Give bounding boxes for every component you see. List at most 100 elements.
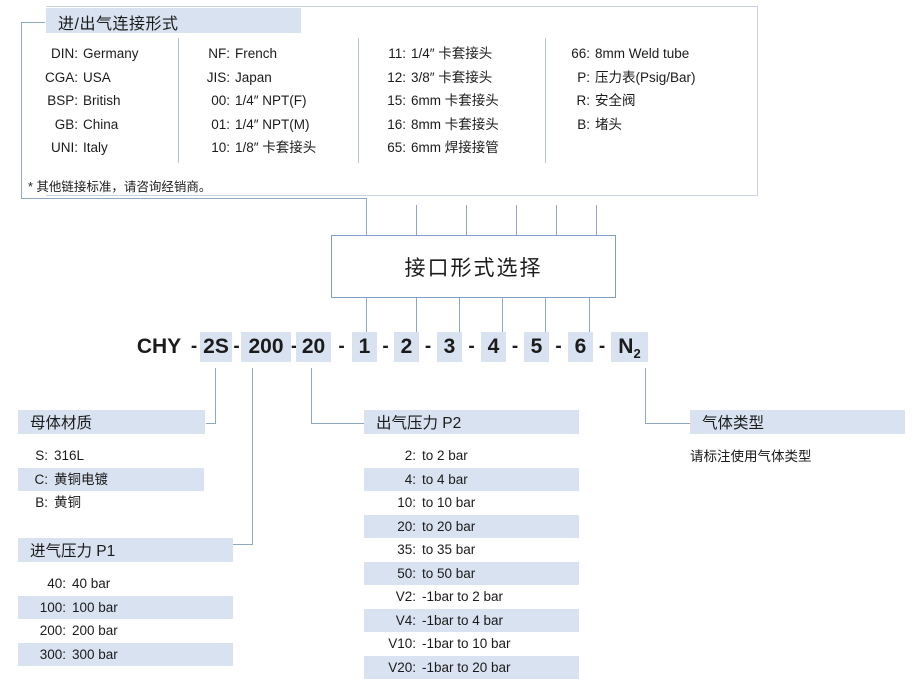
model-code-separator: - [598,336,606,357]
connection-item: BSP:British [38,89,139,113]
fanout-bottom-line-4 [502,298,503,332]
model-code-separator: - [291,336,298,357]
model-code-separator: - [190,336,198,357]
option-row-outlet-pressure: V4:-1bar to 4 bar [364,608,579,632]
column-divider-2 [358,38,359,163]
connection-item: B: 堵头 [562,113,696,137]
model-code-segment: 2S [200,332,232,362]
leader-material-vertical [215,368,216,423]
option-key: 50: [397,565,416,581]
connection-item-desc: 安全阀 [595,93,636,108]
leader-outlet-vertical [311,368,312,423]
model-code-segment: 3 [437,332,462,362]
connection-item-code: GB: [54,116,78,132]
option-key: V2: [395,589,416,604]
fanout-bottom-line-1 [366,298,367,332]
model-code-segment: 4 [481,332,506,362]
section-title-outlet-pressure: 出气压力 P2 [376,415,462,432]
connection-item-code: DIN: [51,46,78,61]
option-key: 4: [404,471,416,487]
model-code-separator: - [338,336,345,357]
option-row-outlet-pressure: V10: -1bar to 10 bar [364,632,579,656]
connection-item-code: P: [577,69,590,85]
fanout-top-line-4 [516,205,517,235]
leader-outlet-horizontal [311,423,364,424]
connection-item: P:压力表(Psig/Bar) [562,66,695,90]
connection-item-code: B: [577,116,590,132]
connection-item-desc: China [83,116,119,132]
option-row-outlet-pressure: V2: -1bar to 2 bar [364,585,579,609]
option-row-body-material: S:316L [18,444,204,468]
connection-item: JIS:Japan [196,66,316,90]
connection-item: 12:3/8″ 卡套接头 [374,66,499,90]
option-row-outlet-pressure: 2:to 2 bar [364,444,579,468]
model-code-separator: - [511,336,519,357]
fanout-bottom-line-3 [459,298,460,332]
connection-item: 00: 1/4″ NPT(F) [196,89,316,113]
connection-item: DIN:Germany [38,42,139,66]
option-row-body-material: C: 黄铜电镀 [18,467,204,491]
connection-item: GB: China [38,113,139,137]
fanout-bottom-line-6 [589,298,590,332]
fanout-top-line-6 [596,205,597,235]
option-row-outlet-pressure: 20:to 20 bar [364,514,579,538]
connection-item-code: 16: [387,116,406,132]
model-code-separator: - [233,336,240,357]
option-key: V10: [388,636,416,651]
section-title-body-material: 母体材质 [30,415,93,432]
option-row-outlet-pressure: 4: to 4 bar [364,467,579,491]
connection-item: CGA:USA [38,66,139,90]
fanout-top-line-2 [416,205,417,235]
connection-item-desc: 1/4″ 卡套接头 [411,46,493,61]
option-value: -1bar to 10 bar [422,636,511,651]
connection-item-desc: 堵头 [595,116,622,132]
option-key: B: [35,495,48,510]
model-code-segment: 5 [524,332,549,362]
column-divider-1 [178,38,179,163]
connection-item-desc: French [235,46,278,61]
connection-type-title-bar: 进/出气连接形式 [46,8,301,33]
option-key: 300: [39,646,66,662]
option-key: 100: [39,599,66,615]
option-key: V4: [395,612,416,628]
option-value: 40 bar [72,576,111,591]
option-key: C: [34,471,49,487]
leader-gas-horizontal [645,423,690,424]
option-value: to 2 bar [422,448,468,463]
section-header-gas-type: 气体类型 [690,410,905,434]
connection-item-code: 00: [211,93,230,108]
connection-item-code: 15: [387,93,406,108]
section-title-inlet-pressure: 进气压力 P1 [30,543,116,560]
fanout-top-line-1 [366,198,367,235]
model-code-separator: - [424,336,432,357]
section-header-inlet-pressure: 进气压力 P1 [18,538,233,562]
option-value: 316L [54,448,85,463]
option-row-body-material: B: 黄铜 [18,491,204,515]
section-header-outlet-pressure: 出气压力 P2 [364,410,579,434]
option-value: 黄铜 [54,495,81,510]
model-code-row: CHY-2S-200-20-1-2-3-4-5-6-N2 [0,332,918,366]
connection-item-code: JIS: [206,69,230,85]
connection-item: 01:1/4″ NPT(M) [196,113,316,137]
connection-item-code: 10: [211,140,230,155]
connection-item-code: 12: [387,69,406,85]
connection-type-panel [46,6,758,196]
connection-item: UNI:Italy [38,136,139,160]
model-code-separator: - [555,336,562,357]
option-value: 黄铜电镀 [54,471,108,487]
connection-item-code: 11: [388,46,406,61]
connection-item-code: 65: [387,140,406,155]
option-value: -1bar to 2 bar [422,589,504,604]
interface-type-box: 接口形式选择 [331,235,616,298]
connection-item-code: CGA: [44,69,78,85]
option-value: to 4 bar [422,471,468,487]
option-row-outlet-pressure: 10:to 10 bar [364,491,579,515]
connection-item: 16:8mm 卡套接头 [374,113,499,137]
connection-item-desc: 1/4″ NPT(F) [235,93,307,108]
connection-item-desc: Italy [83,140,108,155]
fanout-top-line-3 [466,205,467,235]
